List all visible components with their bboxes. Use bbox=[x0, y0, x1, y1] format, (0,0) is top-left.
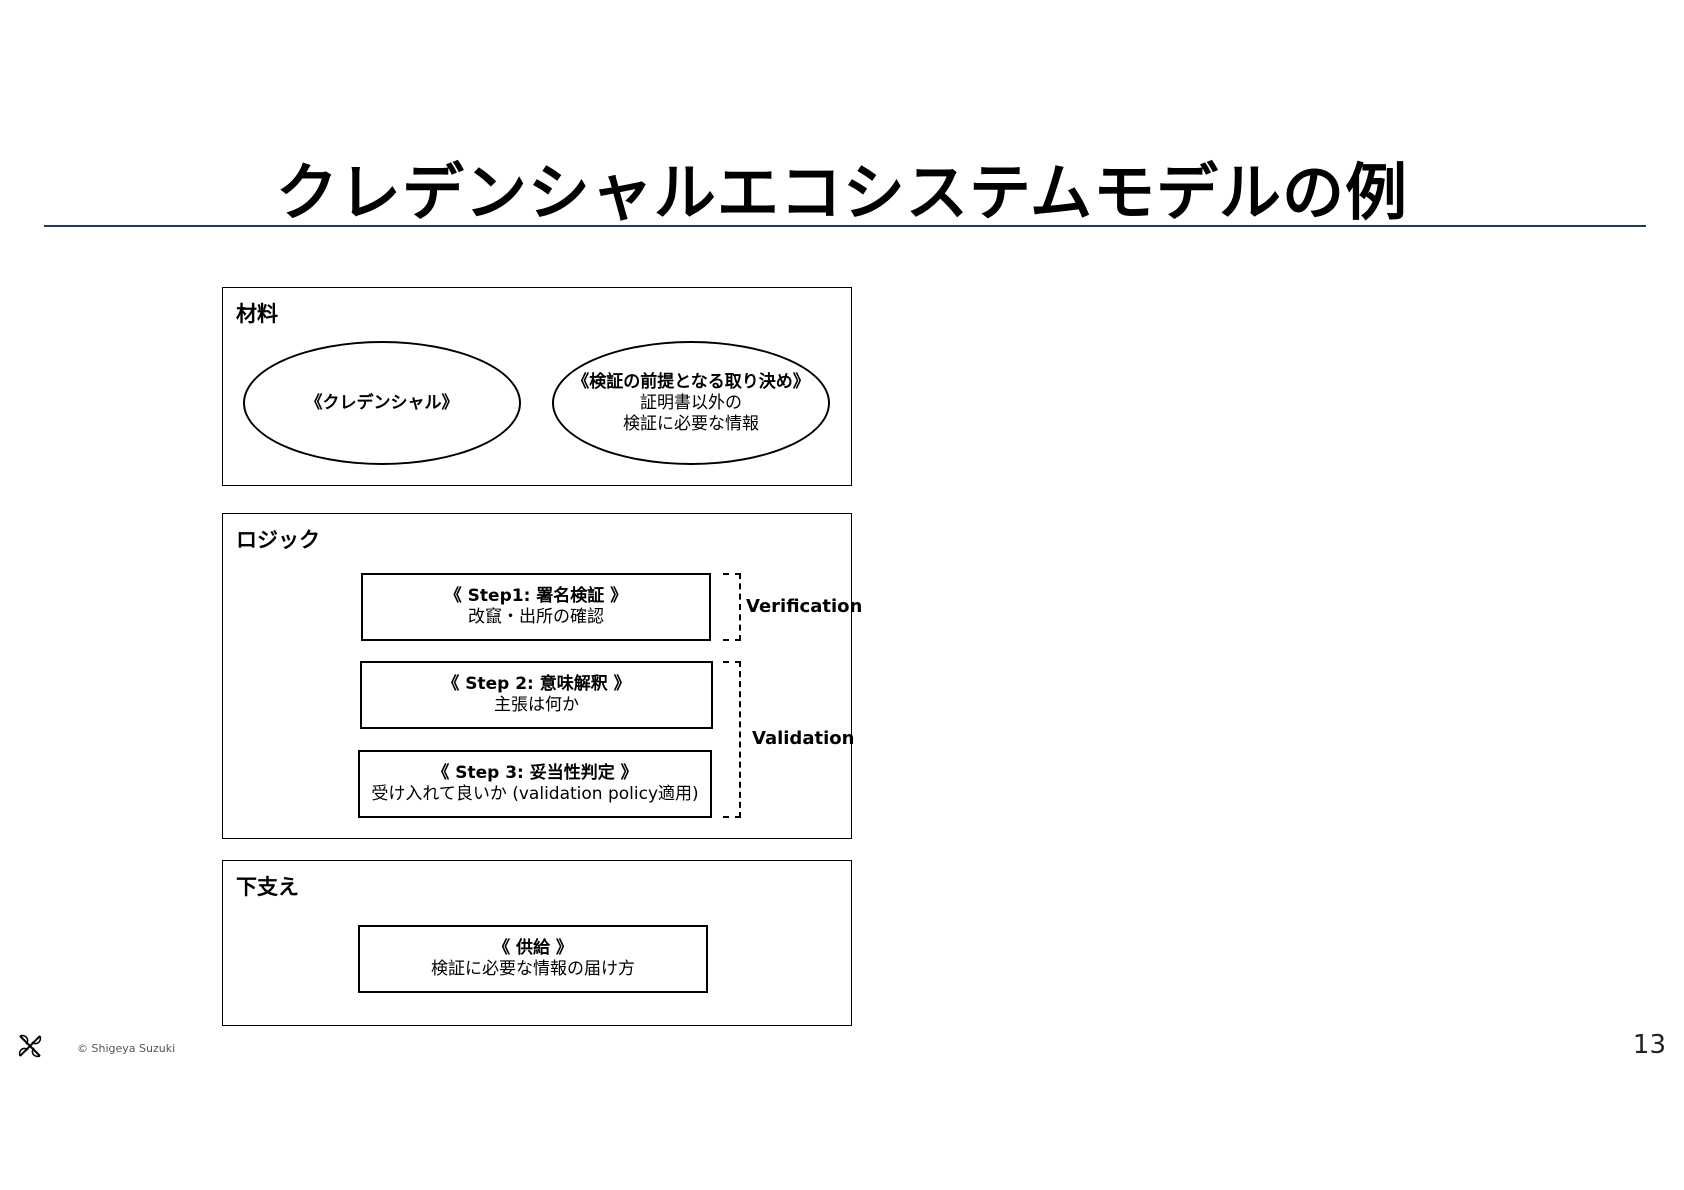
materials-panel: 材料 《クレデンシャル》 《検証の前提となる取り決め》 証明書以外の 検証に必要… bbox=[222, 287, 852, 486]
support-panel: 下支え 《 供給 》 検証に必要な情報の届け方 bbox=[222, 860, 852, 1026]
step3-desc: 受け入れて良いか (validation policy適用) bbox=[371, 784, 699, 804]
copyright: © Shigeya Suzuki bbox=[77, 1042, 176, 1055]
title-underline bbox=[44, 225, 1646, 227]
supply-box: 《 供給 》 検証に必要な情報の届け方 bbox=[358, 925, 708, 993]
step2-heading: 《 Step 2: 意味解釈 》 bbox=[442, 674, 631, 694]
verification-label: Verification bbox=[746, 596, 863, 617]
verification-bracket bbox=[723, 573, 741, 641]
author-logo-icon bbox=[18, 1034, 42, 1058]
step1-box: 《 Step1: 署名検証 》 改竄・出所の確認 bbox=[361, 573, 711, 641]
materials-label: 材料 bbox=[236, 302, 278, 326]
credential-heading: 《クレデンシャル》 bbox=[305, 392, 459, 413]
agreements-line2: 検証に必要な情報 bbox=[623, 413, 759, 434]
agreements-heading: 《検証の前提となる取り決め》 bbox=[572, 371, 810, 392]
logic-panel: ロジック 《 Step1: 署名検証 》 改竄・出所の確認 《 Step 2: … bbox=[222, 513, 862, 839]
agreements-line1: 証明書以外の bbox=[640, 392, 742, 413]
step2-desc: 主張は何か bbox=[494, 695, 579, 715]
step2-box: 《 Step 2: 意味解釈 》 主張は何か bbox=[360, 661, 713, 729]
support-label: 下支え bbox=[236, 875, 299, 899]
logic-label: ロジック bbox=[236, 528, 320, 552]
agreements-ellipse: 《検証の前提となる取り決め》 証明書以外の 検証に必要な情報 bbox=[552, 341, 830, 465]
supply-desc: 検証に必要な情報の届け方 bbox=[431, 959, 635, 979]
credential-ellipse: 《クレデンシャル》 bbox=[243, 341, 521, 465]
step3-box: 《 Step 3: 妥当性判定 》 受け入れて良いか (validation p… bbox=[358, 750, 712, 818]
validation-label: Validation bbox=[752, 728, 855, 749]
step1-heading: 《 Step1: 署名検証 》 bbox=[444, 586, 628, 606]
validation-bracket bbox=[723, 661, 741, 818]
slide-title: クレデンシャルエコシステムモデルの例 bbox=[275, 156, 1409, 229]
page-number: 13 bbox=[1632, 1030, 1666, 1060]
step1-desc: 改竄・出所の確認 bbox=[468, 607, 604, 627]
step3-heading: 《 Step 3: 妥当性判定 》 bbox=[432, 763, 638, 783]
supply-heading: 《 供給 》 bbox=[493, 938, 573, 958]
